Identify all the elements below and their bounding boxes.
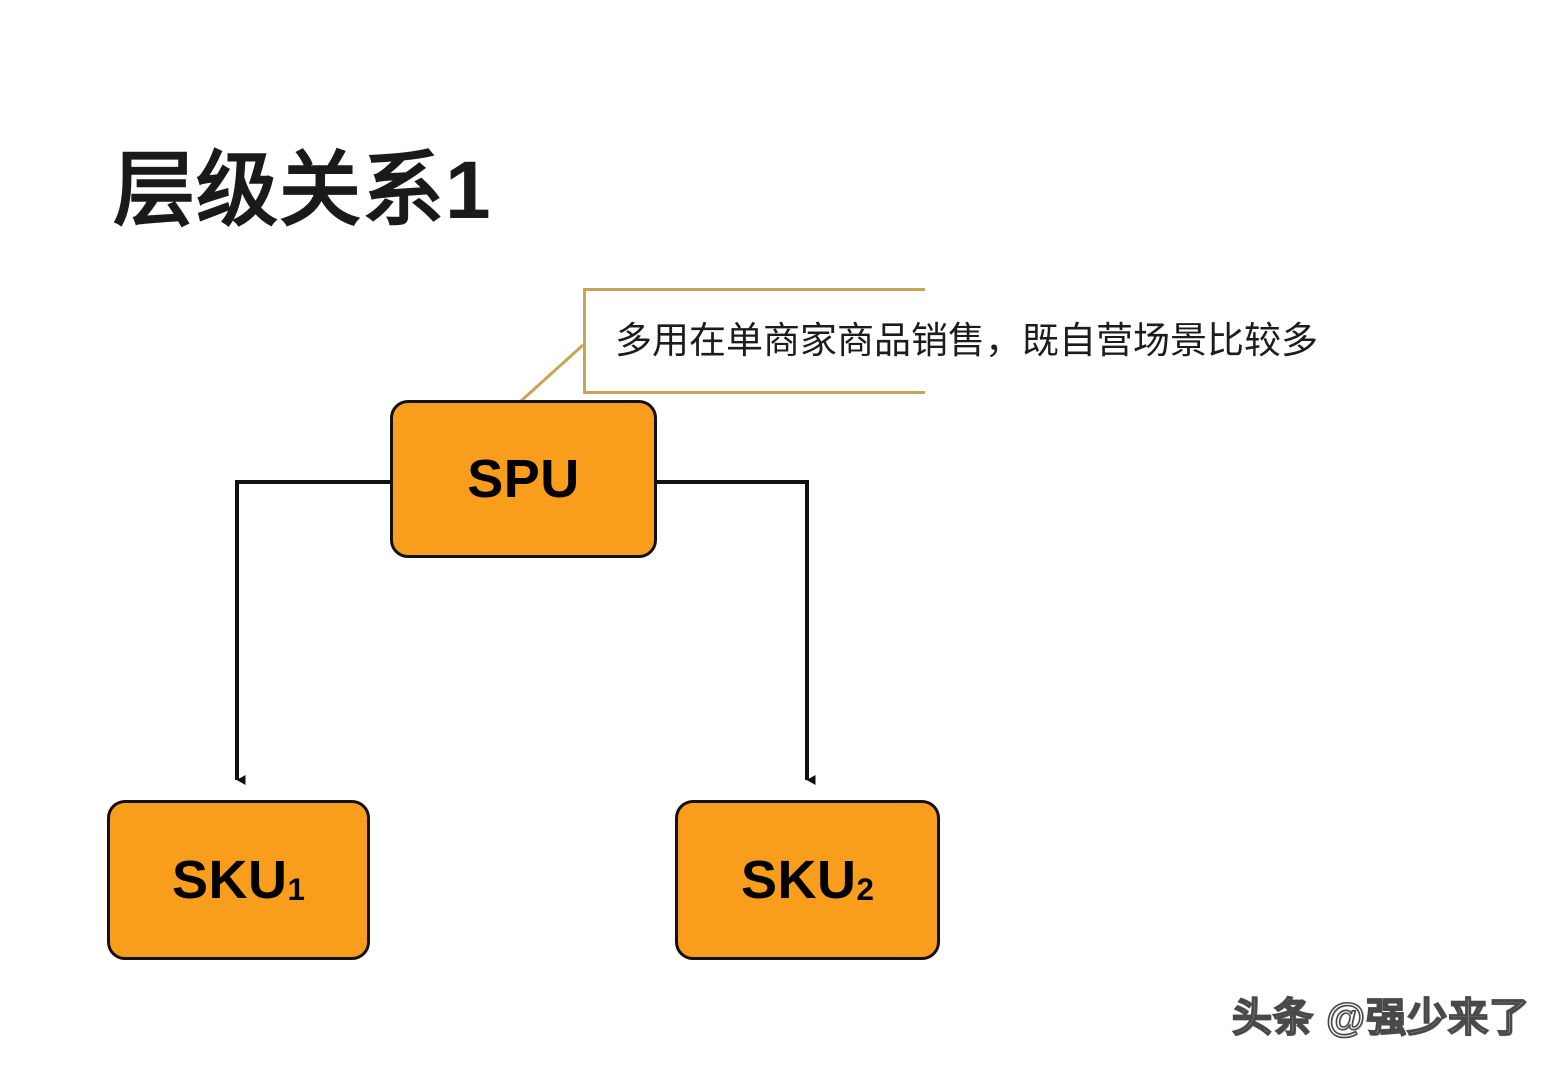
node-sku1[interactable]: SKU1 xyxy=(107,800,370,960)
node-spu-label: SPU xyxy=(467,449,580,509)
node-sku2-label: SKU2 xyxy=(741,850,874,910)
node-sku1-label: SKU1 xyxy=(172,850,305,910)
edge-spu-to-sku2 xyxy=(657,480,816,785)
watermark: 头条 @强少来了 xyxy=(1231,995,1531,1041)
callout-leader-line xyxy=(519,343,585,403)
node-sku1-subscript: 1 xyxy=(287,871,305,907)
page-title: 层级关系1 xyxy=(113,145,492,236)
callout-text: 多用在单商家商品销售，既自营场景比较多 xyxy=(615,320,1318,361)
node-sku2-subscript: 2 xyxy=(856,871,874,907)
node-spu[interactable]: SPU xyxy=(390,400,657,558)
edge-spu-to-sku1 xyxy=(235,480,390,785)
callout-box xyxy=(583,288,925,394)
node-sku2[interactable]: SKU2 xyxy=(675,800,940,960)
